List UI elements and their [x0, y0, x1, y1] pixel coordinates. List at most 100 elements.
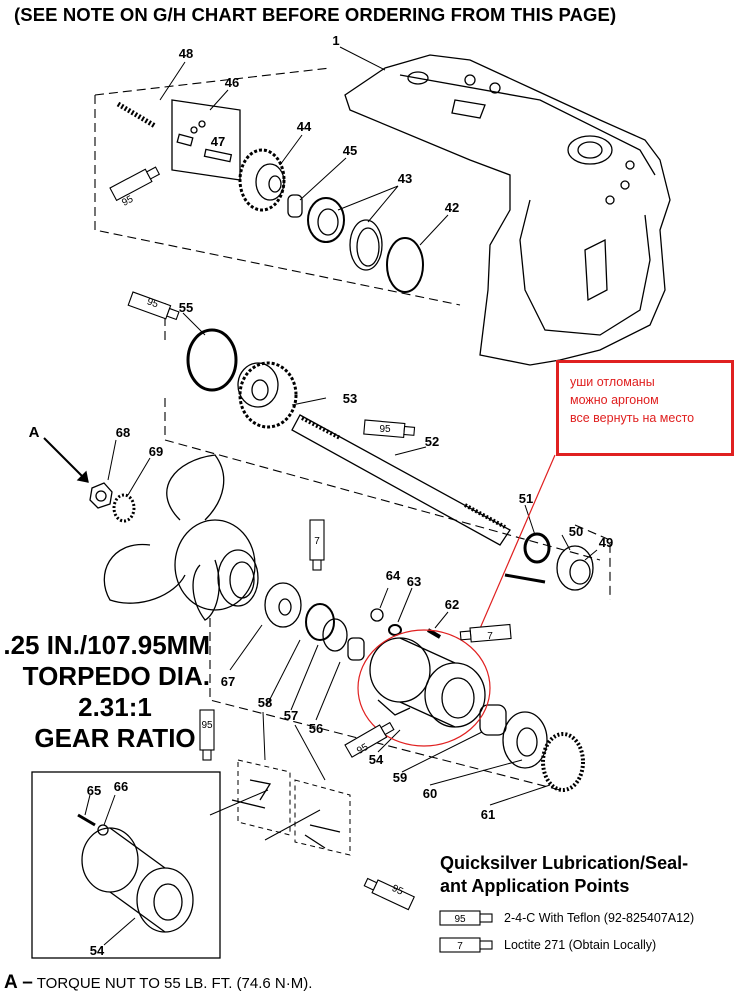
tube-95-icon — [363, 877, 415, 911]
part-number: 57 — [284, 708, 298, 723]
spec-line: GEAR RATIO — [34, 723, 196, 753]
part-number: 50 — [569, 524, 583, 539]
legend-title: Quicksilver Lubrication/Seal- ant Applic… — [440, 852, 688, 898]
spec-line: .25 IN./107.95MM — [3, 630, 210, 660]
bearing-carrier-54 — [369, 637, 486, 728]
kit-card-46 — [171, 99, 241, 181]
forward-gear-53 — [237, 361, 298, 429]
part-number: 60 — [423, 786, 437, 801]
part-number: 49 — [599, 535, 613, 550]
legend-tube-label: 7 — [457, 941, 463, 952]
part-number: 66 — [114, 779, 128, 794]
page-header: (SEE NOTE ON G/H CHART BEFORE ORDERING F… — [14, 4, 617, 25]
propeller — [103, 454, 259, 621]
legend-title-line: Quicksilver Lubrication/Seal- — [440, 853, 689, 873]
bearing-45 — [287, 194, 303, 218]
spec-line: TORPEDO DIA. — [22, 661, 210, 691]
race-56a — [322, 618, 348, 652]
legend-tube-7-icon — [439, 937, 493, 953]
propeller-nut-68 — [89, 482, 113, 509]
tube-95-icon — [199, 709, 215, 761]
annotation-box: уши отломаны можно аргоном все вернуть н… — [556, 360, 734, 456]
tube-label: 95 — [355, 742, 371, 757]
tube-label: 95 — [120, 194, 135, 209]
tube-label: 7 — [314, 536, 320, 547]
torque-note: A – TORQUE NUT TO 55 LB. FT. (74.6 N·M). — [4, 972, 312, 994]
tube-95-icon — [363, 419, 416, 439]
legend-item-loctite: Loctite 271 (Obtain Locally) — [504, 938, 657, 952]
o-ring-63 — [388, 624, 402, 636]
tube-icons — [109, 166, 512, 953]
part-number: 54 — [90, 943, 105, 958]
part-number: 58 — [258, 695, 272, 710]
part-number: 48 — [179, 46, 193, 61]
part-number: 43 — [398, 171, 412, 186]
clip-group-58 — [209, 759, 351, 856]
part-number: 52 — [425, 434, 439, 449]
callout-letter: A — [29, 424, 40, 441]
tube-7-icon — [309, 519, 325, 571]
part-number: 62 — [445, 597, 459, 612]
part-number: 42 — [445, 200, 459, 215]
tube-95-icon — [127, 291, 180, 321]
part-number: 45 — [343, 143, 357, 158]
pin-62 — [426, 628, 442, 639]
part-number: 69 — [149, 444, 163, 459]
spec-line: 2.31:1 — [78, 692, 152, 722]
callout-arrow — [43, 437, 89, 483]
annotation-line: все вернуть на место — [570, 411, 695, 425]
legend-tube-95-icon — [439, 910, 493, 926]
bearing-57 — [305, 603, 335, 641]
part-number: 61 — [481, 807, 495, 822]
thrust-washer-67 — [264, 582, 302, 628]
bearing-set-43 — [307, 197, 383, 271]
part-number: 46 — [225, 75, 239, 90]
o-ring-42 — [386, 237, 424, 293]
clutch-50 — [556, 545, 594, 591]
legend-item-lube: 2-4-C With Teflon (92-825407A12) — [504, 911, 695, 925]
torque-note-text: TORQUE NUT TO 55 LB. FT. (74.6 N·M). — [36, 975, 313, 992]
tube-label: 7 — [487, 631, 493, 642]
torpedo-dimension: .25 IN./107.95MM TORPEDO DIA. 2.31:1 GEA… — [0, 630, 210, 754]
legend-title-line: ant Application Points — [440, 876, 630, 896]
inset-box — [31, 771, 221, 959]
gear-housing — [344, 54, 671, 366]
part-number: 53 — [343, 391, 357, 406]
propeller-shaft-52 — [291, 414, 511, 546]
annotation-line: уши отломаны — [570, 375, 655, 389]
part-number: 51 — [519, 491, 533, 506]
pinion-gear-44 — [238, 148, 286, 212]
part-number: 67 — [221, 674, 235, 689]
part-number: 47 — [211, 134, 225, 149]
part-number: 63 — [407, 574, 421, 589]
tube-label: 95 — [379, 424, 391, 435]
nut-64 — [370, 608, 384, 622]
part-number: 65 — [87, 783, 101, 798]
tab-washer-69 — [112, 493, 136, 523]
part-number: 59 — [393, 770, 407, 785]
tube-7-icon — [459, 623, 512, 643]
part-number: 64 — [386, 568, 401, 583]
part-number: 44 — [297, 119, 312, 134]
thrust-washer-hole — [278, 598, 292, 616]
torque-note-letter: A – — [4, 972, 33, 993]
part-number: 1 — [332, 33, 339, 48]
o-ring-55 — [186, 328, 238, 392]
clip-58-parts — [231, 779, 341, 849]
part-number: 56 — [309, 721, 323, 736]
tube-label: 95 — [390, 883, 405, 898]
washer-60-hole — [516, 727, 538, 757]
thrust-bearing-61 — [541, 732, 585, 792]
tube-label: 95 — [145, 296, 160, 310]
tube-label: 95 — [201, 720, 213, 731]
bearing-56 — [347, 637, 365, 661]
part-number: 54 — [369, 752, 384, 767]
ring-51 — [523, 532, 551, 564]
tube-95-icon — [109, 166, 161, 202]
part-number: 55 — [179, 300, 193, 315]
spring-48 — [116, 101, 157, 129]
inset-carrier-54 — [77, 813, 194, 933]
pin-49 — [504, 573, 546, 584]
leader-lines — [84, 46, 598, 946]
